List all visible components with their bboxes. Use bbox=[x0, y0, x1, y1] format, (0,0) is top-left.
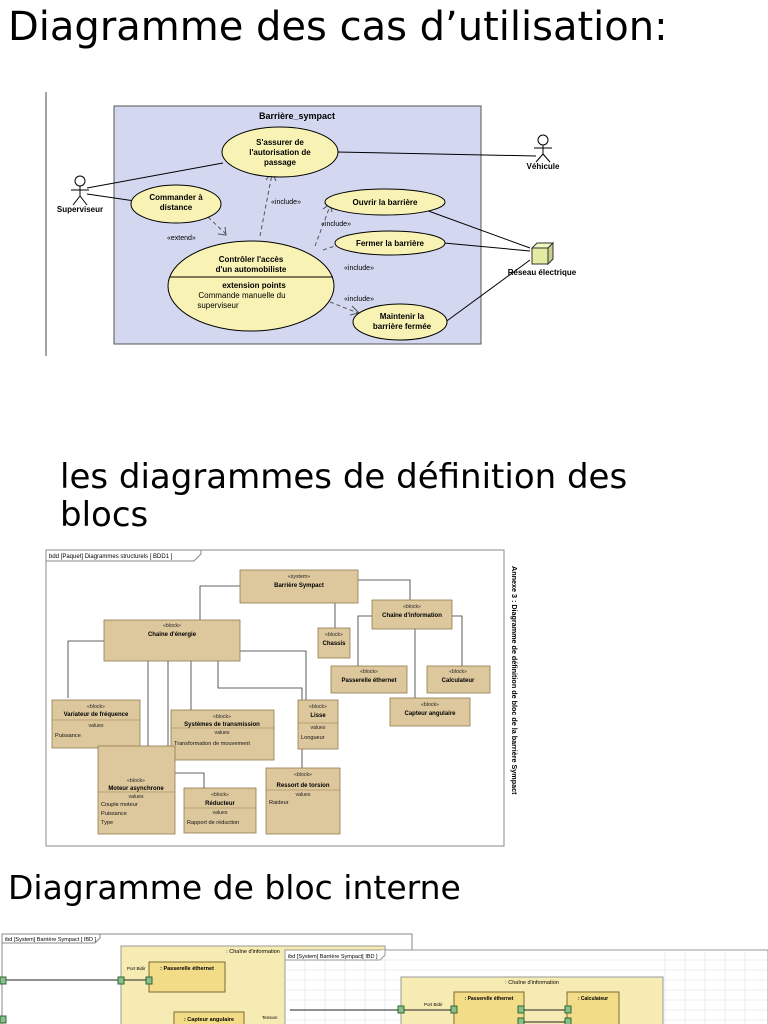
use-case-commander bbox=[130, 184, 222, 224]
svg-text:superviseur: superviseur bbox=[197, 301, 239, 310]
svg-text:values: values bbox=[296, 792, 311, 798]
bdd-heading: les diagrammes de définition des blocs bbox=[60, 458, 680, 534]
svg-text:S'assurer de: S'assurer de bbox=[256, 138, 304, 147]
svg-text:Fermer la barrière: Fermer la barrière bbox=[356, 239, 425, 248]
bdd-frame-title: bdd [Paquet] Diagrammes structurels [ BD… bbox=[49, 554, 173, 560]
svg-text:Maintenir la: Maintenir la bbox=[380, 312, 425, 321]
svg-text:values: values bbox=[311, 725, 326, 731]
svg-text:«block»: «block» bbox=[213, 714, 231, 720]
svg-text:«block»: «block» bbox=[325, 632, 343, 638]
ibd-heading: Diagramme de bloc interne bbox=[8, 868, 461, 907]
bdd-block-information: Chaîne d'information bbox=[382, 613, 442, 619]
svg-text:Type: Type bbox=[101, 820, 113, 826]
include-label-2: «include» bbox=[321, 221, 351, 228]
bdd-block-passerelle: Passerelle éthernet bbox=[341, 678, 396, 684]
use-case-controler bbox=[167, 240, 335, 332]
svg-text:: Chaîne d'information: : Chaîne d'information bbox=[226, 949, 280, 955]
use-case-maintenir bbox=[352, 303, 448, 341]
svg-text:Puissance: Puissance bbox=[55, 733, 81, 739]
use-case-heading: Diagramme des cas d’utilisation: bbox=[8, 4, 668, 50]
bdd-block-transmission: Systèmes de transmission bbox=[184, 722, 260, 728]
svg-text:Commande manuelle du: Commande manuelle du bbox=[198, 291, 285, 300]
bdd-block-variateur: Variateur de fréquence bbox=[64, 712, 129, 718]
svg-text:Longueur: Longueur bbox=[301, 735, 325, 741]
use-case-fermer bbox=[334, 230, 446, 256]
svg-text:Commander à: Commander à bbox=[149, 193, 203, 202]
ibd-diagram: ibd [System] Barrière Sympact [ IBD ] : … bbox=[0, 933, 768, 1024]
use-case-ouvrir bbox=[324, 188, 446, 216]
reseau-node-icon bbox=[530, 241, 555, 266]
svg-text:Couple moteur: Couple moteur bbox=[101, 802, 138, 808]
svg-text:: Passerelle éthernet: : Passerelle éthernet bbox=[465, 996, 514, 1002]
bdd-heading-line1: les diagrammes de définition des bbox=[60, 457, 628, 497]
ibd-frame2-title: ibd [System] Barrière Sympact[ IBD ] bbox=[288, 954, 378, 960]
svg-text:values: values bbox=[213, 810, 228, 816]
bdd-block-energie: Chaîne d'énergie bbox=[148, 632, 197, 638]
svg-text:Transformation de mouvement: Transformation de mouvement bbox=[174, 741, 250, 747]
svg-text:d'un automobiliste: d'un automobiliste bbox=[216, 265, 287, 274]
system-name: Barrière_sympact bbox=[259, 111, 335, 121]
svg-text:«block»: «block» bbox=[127, 778, 145, 784]
svg-text:: Passerelle éthernet: : Passerelle éthernet bbox=[160, 966, 214, 972]
use-case-diagram: Barrière_sympact «include» «include» «in… bbox=[45, 92, 577, 356]
svg-text:«block»: «block» bbox=[294, 772, 312, 778]
svg-text:Rapport de réduction: Rapport de réduction bbox=[187, 820, 239, 826]
svg-text:Puissance: Puissance bbox=[101, 811, 127, 817]
include-label-4: «include» bbox=[344, 296, 374, 303]
svg-text:values: values bbox=[129, 794, 144, 800]
svg-text:Port Bidir: Port Bidir bbox=[424, 1002, 443, 1007]
svg-text:«block»: «block» bbox=[309, 704, 327, 710]
svg-text:: Calculateur: : Calculateur bbox=[578, 996, 608, 1002]
bdd-side-caption: Annexe 3 : Diagramme de définition de bl… bbox=[510, 566, 519, 795]
actor-superviseur bbox=[71, 175, 89, 206]
svg-text:: Chaîne d'information: : Chaîne d'information bbox=[505, 980, 559, 986]
svg-text:passage: passage bbox=[264, 158, 297, 167]
svg-text:«block»: «block» bbox=[421, 702, 439, 708]
actor-reseau-label: Réseau électrique bbox=[508, 268, 577, 277]
svg-text:Port Bidir: Port Bidir bbox=[127, 966, 146, 971]
svg-text:values: values bbox=[89, 723, 104, 729]
include-label-3: «include» bbox=[344, 265, 374, 272]
ibd-frame1-title: ibd [System] Barrière Sympact [ IBD ] bbox=[5, 937, 97, 943]
svg-text:distance: distance bbox=[160, 203, 193, 212]
svg-text:«block»: «block» bbox=[87, 704, 105, 710]
svg-text:«system»: «system» bbox=[288, 574, 310, 580]
svg-text:barrière fermée: barrière fermée bbox=[373, 322, 432, 331]
svg-text:Raideur: Raideur bbox=[269, 800, 289, 806]
use-case-assurer bbox=[221, 126, 339, 178]
bdd-block-calculateur: Calculateur bbox=[442, 678, 475, 684]
svg-text:l'autorisation de: l'autorisation de bbox=[249, 148, 311, 157]
actor-superviseur-label: Superviseur bbox=[57, 205, 103, 214]
bdd-block-moteur: Moteur asynchrone bbox=[108, 786, 164, 792]
bdd-block-reducteur: Réducteur bbox=[205, 801, 235, 807]
svg-text:: Capteur angulaire: : Capteur angulaire bbox=[184, 1017, 234, 1023]
svg-text:Ouvrir la barrière: Ouvrir la barrière bbox=[353, 198, 418, 207]
include-label-1: «include» bbox=[271, 199, 301, 206]
bdd-block-chassis: Chassis bbox=[322, 641, 346, 647]
actor-vehicule bbox=[534, 134, 552, 163]
bdd-block-lisse: Lisse bbox=[310, 713, 326, 719]
bdd-block-ressort: Ressort de torsion bbox=[276, 783, 329, 789]
svg-text:values: values bbox=[215, 730, 230, 736]
bdd-block-capteur: Capteur angulaire bbox=[404, 711, 456, 717]
bdd-heading-line2: blocs bbox=[60, 495, 149, 535]
bdd-block-system: Barrière Sympact bbox=[274, 583, 324, 589]
actor-vehicule-label: Véhicule bbox=[527, 162, 560, 171]
svg-text:«block»: «block» bbox=[211, 792, 229, 798]
svg-text:«block»: «block» bbox=[163, 623, 181, 629]
svg-text:«block»: «block» bbox=[449, 669, 467, 675]
svg-text:Contrôler l'accès: Contrôler l'accès bbox=[219, 255, 284, 264]
svg-text:«block»: «block» bbox=[360, 669, 378, 675]
bdd-diagram: bdd [Paquet] Diagrammes structurels [ BD… bbox=[45, 549, 519, 847]
svg-text:Tension: Tension bbox=[262, 1015, 278, 1020]
svg-text:«block»: «block» bbox=[403, 604, 421, 610]
svg-text:extension points: extension points bbox=[222, 281, 286, 290]
extend-label: «extend» bbox=[167, 235, 196, 242]
